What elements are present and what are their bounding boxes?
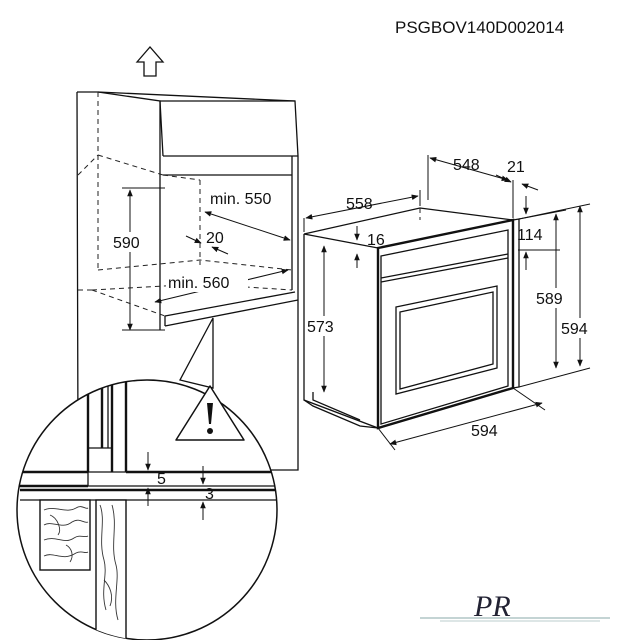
label-20: 20 [206,230,224,247]
dimension-top-offset: 16 [354,226,385,268]
dimension-panel-height: 114 [517,196,560,270]
label-3: 3 [205,486,214,503]
label-114: 114 [517,227,543,244]
label-589: 589 [536,291,563,308]
dimension-shelf-offset: 20 [185,230,229,255]
pr-logo: PR [420,590,610,623]
label-548: 548 [453,157,480,174]
dimension-niche-width: min. 560 [154,268,289,304]
cabinet [76,91,299,471]
dimension-body-height: 573 [305,245,343,393]
label-590: 590 [113,235,140,252]
detail-pointer [179,317,214,389]
dimension-niche-height: 590 [112,187,165,331]
label-5: 5 [157,471,166,488]
label-min-550: min. 550 [210,191,271,208]
label-558: 558 [346,196,373,213]
dimension-niche-depth: min. 550 [204,191,291,241]
label-16: 16 [367,232,385,249]
label-21: 21 [507,159,525,176]
dimension-detail-step: 3 [150,466,215,520]
dimension-detail-gap: 5 [126,452,166,506]
label-573: 573 [307,319,334,336]
document-code: PSGBOV140D002014 [395,18,564,37]
label-594-width: 594 [471,423,498,440]
dimension-oven-body-depth: 548 [427,155,514,218]
label-min-560: min. 560 [168,275,229,292]
arrow-up-icon [135,46,165,77]
dimension-oven-height: 594 [518,203,600,388]
dimension-oven-width: 594 [377,387,546,451]
label-594-height: 594 [561,321,588,338]
warning-triangle-icon [175,385,245,441]
dimension-oven-depth: 558 [303,190,421,232]
dimension-oven-height-inner: 589 [518,209,574,369]
dimension-door-thickness: 21 [495,159,539,191]
detail-view: 5 3 [16,379,278,640]
